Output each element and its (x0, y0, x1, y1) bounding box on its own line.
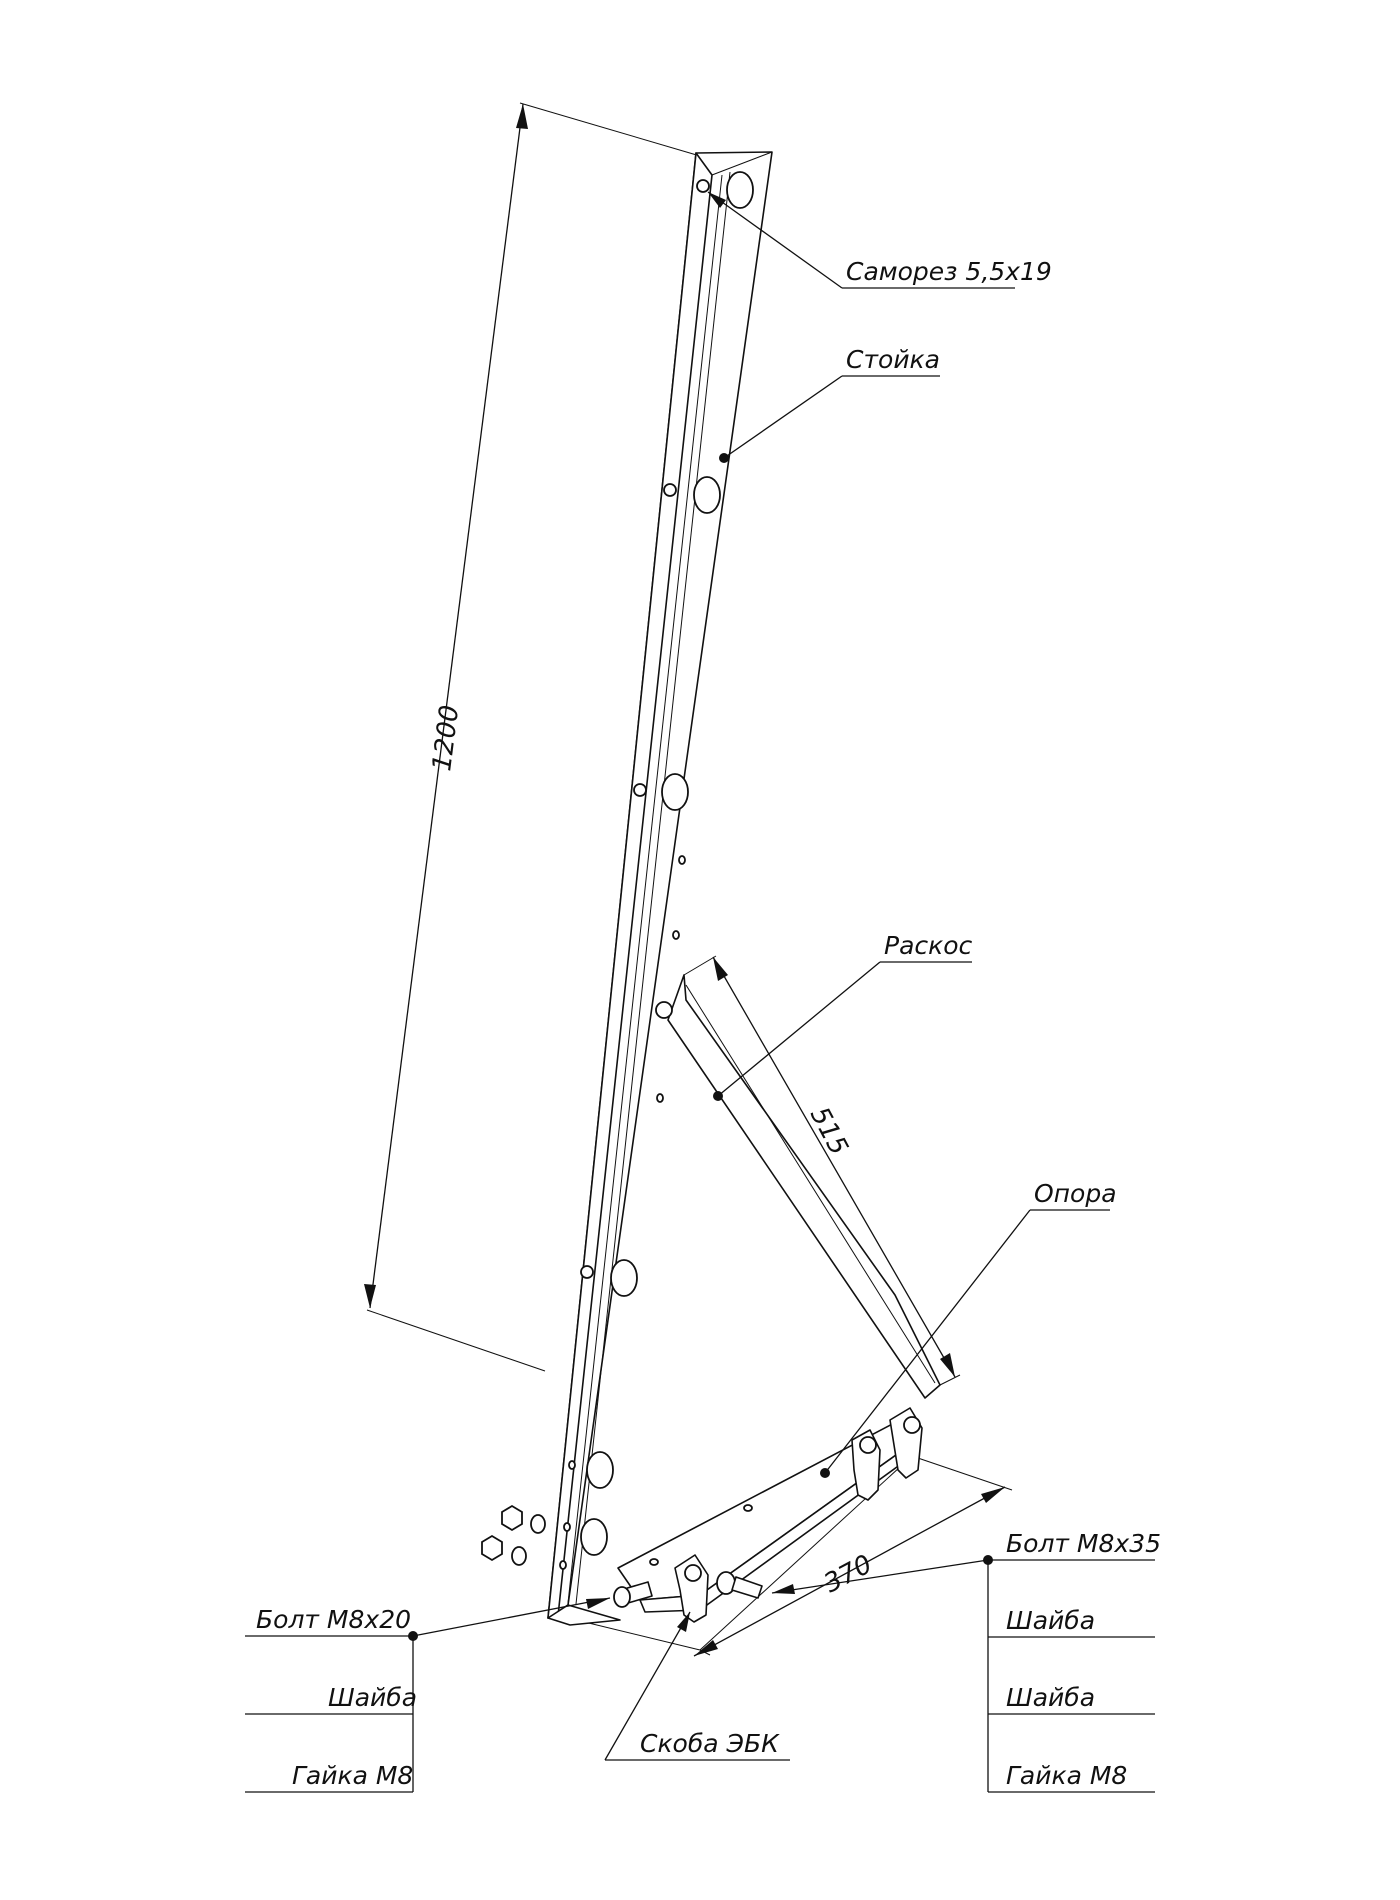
clamp-right (851, 1407, 923, 1501)
label-post: Стойка (846, 345, 940, 374)
screw-head (696, 179, 710, 193)
post-large-hole (726, 171, 754, 209)
support-hole (649, 1558, 659, 1566)
leader-line (771, 1559, 989, 1594)
extension-line-top (519, 102, 701, 157)
extension-line-bottom (366, 1309, 546, 1372)
post-face-left (547, 152, 713, 1619)
label-screw: Саморез 5,5х19 (846, 257, 1052, 286)
dimension-brace-value: 515 (804, 1102, 854, 1160)
leader-arrowhead (586, 1598, 610, 1609)
leader-line (717, 961, 881, 1097)
clamp-bolt (684, 1564, 702, 1582)
clamp-left (613, 1554, 763, 1623)
callout-support: Опора (824, 1179, 1117, 1474)
leader-line (723, 375, 843, 459)
arrowhead-top (516, 104, 528, 129)
arrowhead-right (981, 1487, 1005, 1503)
post-small-hole (559, 1560, 567, 1570)
washer (511, 1546, 527, 1566)
post-foot (547, 1604, 621, 1626)
leader-line (707, 191, 843, 289)
post-small-hole (678, 855, 686, 865)
post-large-hole (661, 773, 689, 811)
bolt-shank (731, 1576, 763, 1599)
label-washer: Шайба (328, 1683, 417, 1712)
leader-arrowhead (677, 1612, 690, 1632)
callout-screw: Саморез 5,5х19 (707, 191, 1052, 289)
dimension-brace: 515 (683, 955, 961, 1386)
post-bend-line (575, 171, 731, 1605)
dimension-line (712, 956, 956, 1378)
post-small-hole (568, 1460, 576, 1470)
clamp-bolt (859, 1436, 877, 1454)
clamp-bolt (903, 1416, 921, 1434)
label-washer: Шайба (1006, 1683, 1095, 1712)
label-nut-m8: Гайка М8 (292, 1761, 413, 1790)
bolt-head (655, 1001, 673, 1019)
post-small-hole (656, 1093, 664, 1103)
bolt-head (613, 1586, 631, 1608)
post-small-hole (672, 930, 680, 940)
leader-line (824, 1209, 1031, 1474)
post-large-hole (610, 1259, 638, 1297)
label-bolt-m8x20: Болт М8х20 (256, 1605, 411, 1634)
post-bend-line (567, 174, 723, 1604)
arrowhead-bottom (364, 1284, 376, 1308)
nut-m8 (501, 1504, 523, 1532)
label-nut-m8: Гайка М8 (1006, 1761, 1127, 1790)
post-small-hole (563, 1522, 571, 1532)
leader-arrowhead (772, 1584, 795, 1594)
support-hole (743, 1504, 753, 1512)
post-large-hole (693, 476, 721, 514)
washer (530, 1514, 546, 1534)
brace-body (667, 974, 941, 1399)
nut-m8 (481, 1534, 503, 1562)
dimension-line (693, 1486, 1006, 1657)
callout-brace: Раскос (717, 931, 973, 1097)
label-bolt-m8x35: Болт М8х35 (1006, 1529, 1161, 1558)
post-large-hole (580, 1518, 608, 1556)
brace (667, 974, 941, 1399)
label-washer: Шайба (1006, 1606, 1095, 1635)
post (547, 151, 773, 1626)
screw-head (580, 1265, 594, 1279)
callout-left: Болт М8х20 Шайба Гайка М8 (245, 1597, 611, 1793)
callout-right: Болт М8х35 Шайба Шайба Гайка М8 (771, 1529, 1161, 1793)
dimension-support-value: 370 (819, 1549, 877, 1599)
label-clamp: Скоба ЭБК (640, 1729, 780, 1758)
callout-clamp: Скоба ЭБК (604, 1611, 790, 1761)
extension-line-brace-top (683, 955, 717, 976)
label-brace: Раскос (884, 931, 973, 960)
extension-line-support-right (911, 1455, 1013, 1491)
label-support: Опора (1034, 1179, 1117, 1208)
extension-line-brace-bottom (939, 1374, 961, 1386)
post-large-hole (586, 1451, 614, 1489)
screw-head (633, 783, 647, 797)
brace-flange-line (685, 984, 936, 1384)
arrowhead-left (694, 1640, 718, 1656)
leader-line (604, 1611, 691, 1761)
post-top-edge (711, 151, 773, 176)
leader-line (412, 1597, 611, 1637)
arrowhead-bottom (940, 1353, 955, 1377)
screw-head (663, 483, 677, 497)
dimension-line (369, 103, 524, 1309)
dimension-height-value: 1200 (427, 703, 465, 772)
loose-hardware (481, 1504, 546, 1566)
arrowhead-top (713, 957, 728, 981)
callout-post: Стойка (723, 345, 940, 459)
leader-arrowhead (708, 192, 726, 208)
